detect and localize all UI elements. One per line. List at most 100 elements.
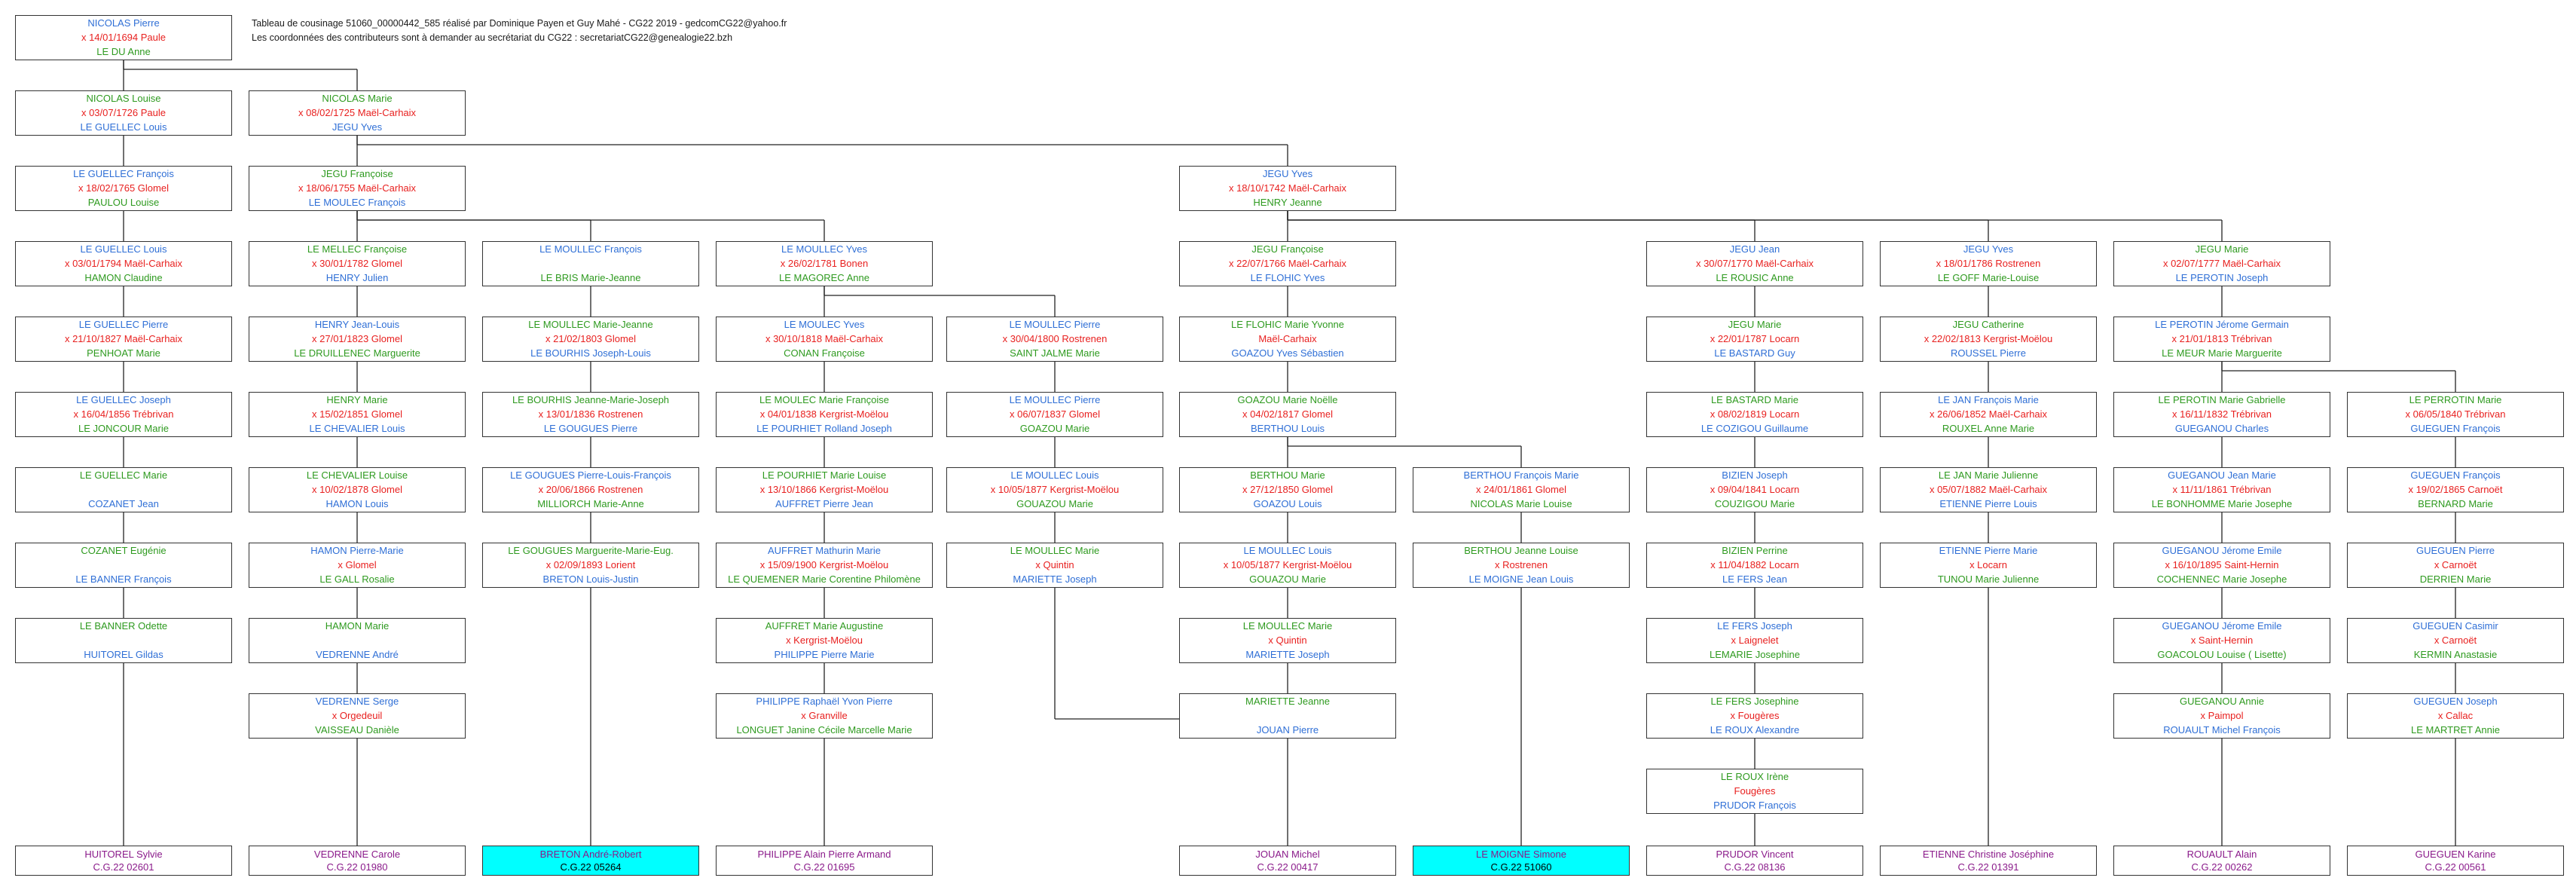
person-name: GUEGANOU Annie [2180,696,2264,707]
marriage-info: x Orgedeuil [332,710,383,721]
marriage-info: x 09/04/1841 Locarn [1710,484,1800,495]
descendant-name: ETIENNE Christine Joséphine [1922,849,2055,860]
person-name: GOAZOU Marie Noëlle [1237,394,1338,405]
person-name: NICOLAS Marie [322,93,393,104]
spouse-name: COCHENNEC Marie Josephe [2156,573,2287,585]
member-number: C.G.22 00561 [2425,861,2486,873]
spouse-name: GOUAZOU Marie [1016,498,1093,509]
spouse-name: BERNARD Marie [2418,498,2493,509]
spouse-name: LE BOURHIS Joseph-Louis [530,347,651,359]
person-name: LE MOULEC Yves [784,319,865,330]
descendant-name: JOUAN Michel [1255,849,1320,860]
person-name: BERTHOU Marie [1250,469,1325,481]
header-title: Tableau de cousinage 51060_00000442_585 … [252,18,787,29]
spouse-name: LE MOULEC François [308,197,406,208]
person-name: LE MOULLEC Louis [1243,545,1332,556]
marriage-info: x 21/01/1813 Trébrivan [2171,333,2272,344]
spouse-name: LE ROUX Alexandre [1710,724,1800,736]
marriage-info: x 30/04/1800 Rostrenen [1002,333,1108,344]
couple-box: LE GOUGUES Marguerite-Marie-Eug.x 02/09/… [482,543,699,588]
marriage-info: x 21/10/1827 Maël-Carhaix [64,333,183,344]
person-name: LE JAN Marie Julienne [1938,469,2039,481]
member-number: C.G.22 01391 [1957,861,2019,873]
spouse-name: LE MARTRET Annie [2410,724,2500,736]
spouse-name: PHILIPPE Pierre Marie [774,649,875,660]
marriage-info [16,558,231,572]
descendant-name: PRUDOR Vincent [1716,849,1794,860]
person-name: LE MOULLEC Marie [1242,620,1333,632]
marriage-info: x 02/09/1893 Lorient [545,559,636,570]
person-name: LE BOURHIS Jeanne-Marie-Joseph [512,394,670,405]
marriage-info: x 19/02/1865 Carnoët [2408,484,2503,495]
spouse-name: LEMARIE Josephine [1710,649,1800,660]
marriage-info: x 21/02/1803 Glomel [545,333,636,344]
spouse-name: LE BASTARD Guy [1714,347,1795,359]
person-name: LE PEROTIN Jérome Germain [2155,319,2289,330]
spouse-name: LE GALL Rosalie [319,573,395,585]
spouse-name: LE GOUGUES Pierre [543,423,638,434]
marriage-info [16,482,231,497]
marriage-info: x Glomel [338,559,377,570]
member-number: C.G.22 01980 [326,861,388,873]
marriage-info: x 08/02/1819 Locarn [1710,408,1800,420]
person-name: LE FLOHIC Marie Yvonne [1230,319,1345,330]
spouse-name: LE DRUILLENEC Marguerite [294,347,420,359]
marriage-info: x Kergrist-Moëlou [786,635,863,646]
marriage-info: x 04/02/1817 Glomel [1242,408,1333,420]
spouse-name: LE MAGOREC Anne [779,272,869,283]
header-contact-note: Les coordonnées des contributeurs sont à… [252,32,733,43]
person-name: LE GOUGUES Pierre-Louis-François [510,469,671,481]
person-name: LE MOULLEC Pierre [1009,319,1101,330]
person-name: LE CHEVALIER Louise [306,469,408,481]
person-name: LE GUELLEC Pierre [78,319,169,330]
person-name: GUEGUEN Casimir [2413,620,2498,632]
person-name: JEGU Yves [1262,168,1313,179]
person-name: LE MOULLEC Pierre [1009,394,1101,405]
descendant-name: VEDRENNE Carole [313,849,401,860]
person-name: HENRY Jean-Louis [314,319,400,330]
spouse-name: LE POURHIET Rolland Joseph [756,423,892,434]
spouse-name: GOUAZOU Marie [1249,573,1326,585]
marriage-info: x 02/07/1777 Maël-Carhaix [2162,258,2281,269]
person-name: BIZIEN Joseph [1722,469,1788,481]
marriage-info: x Saint-Hernin [2190,635,2254,646]
spouse-name: LONGUET Janine Cécile Marcelle Marie [736,724,912,736]
person-name: JEGU Françoise [1251,243,1324,255]
spouse-name: CONAN Françoise [784,347,865,359]
person-name: JEGU Marie [2195,243,2249,255]
spouse-name: LE JONCOUR Marie [78,423,169,434]
person-name: JEGU Marie [1728,319,1782,330]
marriage-info: x Laignelet [1731,635,1779,646]
spouse-name: MARIETTE Joseph [1013,573,1097,585]
marriage-info: x 22/07/1766 Maël-Carhaix [1228,258,1347,269]
spouse-name: GOAZOU Louis [1253,498,1322,509]
